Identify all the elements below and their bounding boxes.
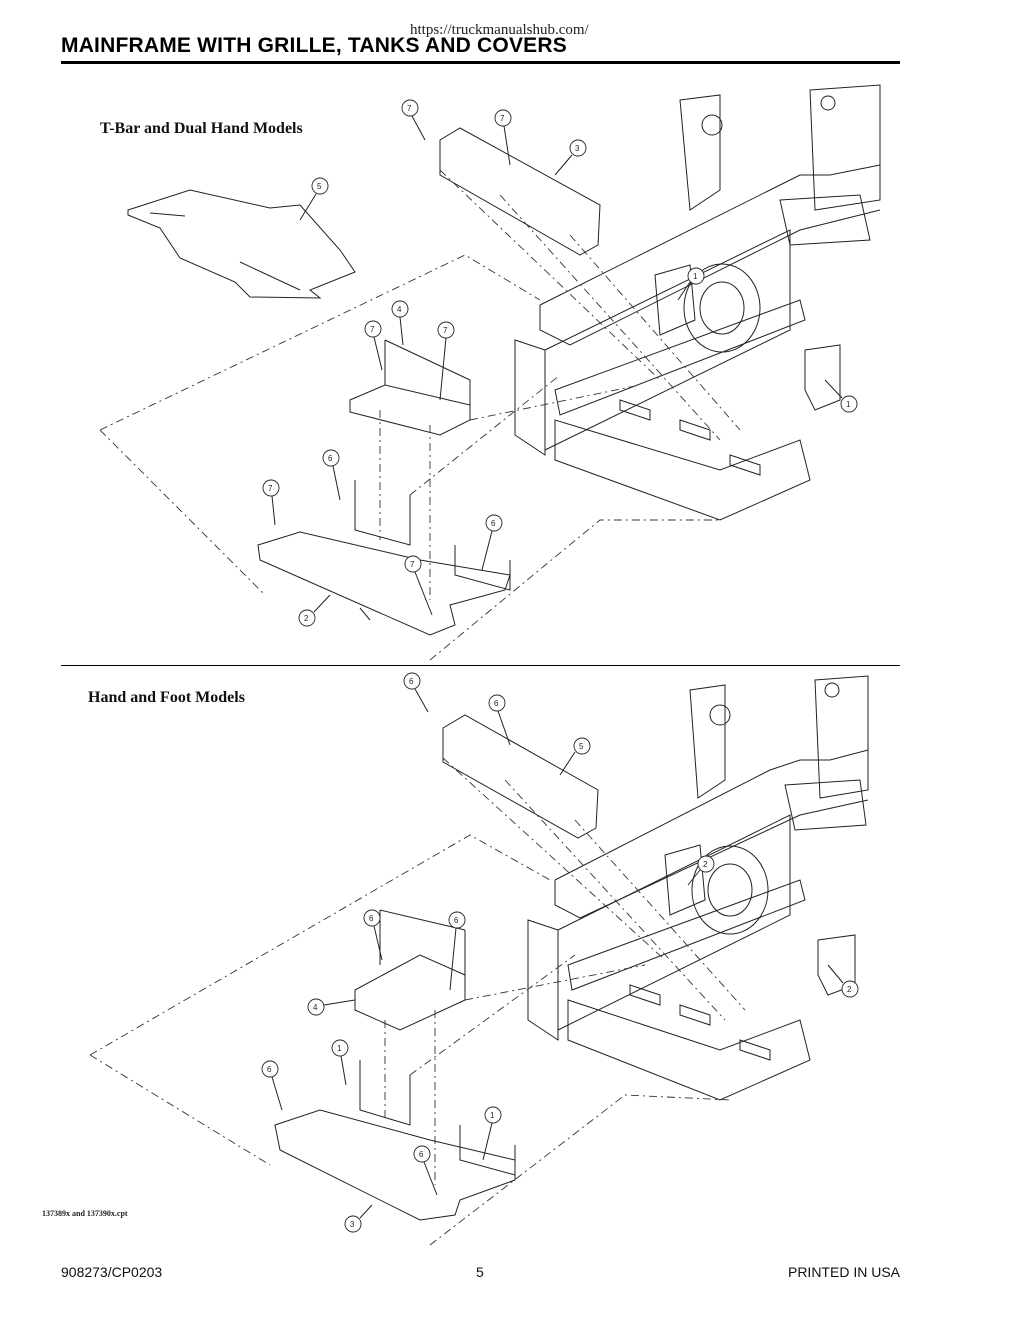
svg-text:6: 6 bbox=[328, 454, 333, 463]
footer-printed: PRINTED IN USA bbox=[787, 1264, 900, 1280]
floor-plate-5 bbox=[127, 189, 356, 299]
svg-text:1: 1 bbox=[490, 1111, 495, 1120]
svg-text:6: 6 bbox=[267, 1065, 272, 1074]
title-rule bbox=[61, 61, 900, 64]
dashed-outline-bottom bbox=[89, 834, 551, 1056]
grille-cover-top bbox=[439, 127, 601, 256]
bracket-assembly-2 bbox=[257, 531, 511, 636]
svg-text:7: 7 bbox=[443, 326, 448, 335]
callout-top-7d: 7 bbox=[437, 321, 455, 401]
callout-bottom-6e: 6 bbox=[261, 1060, 283, 1111]
callout-bottom-3: 3 bbox=[344, 1204, 373, 1233]
callout-top-2: 2 bbox=[298, 594, 331, 627]
mainframe-bottom bbox=[527, 675, 869, 1101]
callout-top-7e: 7 bbox=[262, 479, 280, 526]
svg-text:2: 2 bbox=[703, 860, 708, 869]
svg-text:6: 6 bbox=[491, 519, 496, 528]
svg-text:6: 6 bbox=[409, 677, 414, 686]
callout-bottom-4: 4 bbox=[307, 998, 356, 1016]
svg-text:7: 7 bbox=[410, 560, 415, 569]
bracket-assembly-3 bbox=[274, 1109, 516, 1221]
callout-top-7a: 7 bbox=[401, 99, 426, 141]
svg-text:6: 6 bbox=[494, 699, 499, 708]
callout-bottom-2b: 2 bbox=[827, 964, 859, 998]
svg-text:3: 3 bbox=[350, 1220, 355, 1229]
svg-text:3: 3 bbox=[575, 144, 580, 153]
svg-text:2: 2 bbox=[847, 985, 852, 994]
callout-top-7f: 7 bbox=[404, 555, 433, 616]
tank-4 bbox=[354, 954, 466, 1031]
callout-bottom-6c: 6 bbox=[363, 909, 383, 961]
tank-bracket-4 bbox=[349, 384, 471, 436]
callout-top-3: 3 bbox=[554, 139, 587, 176]
callout-bottom-2a: 2 bbox=[687, 855, 715, 886]
svg-text:1: 1 bbox=[846, 400, 851, 409]
callout-top-6a: 6 bbox=[322, 449, 341, 501]
callout-top-6b: 6 bbox=[481, 514, 503, 571]
callout-top-4: 4 bbox=[391, 300, 409, 346]
svg-text:6: 6 bbox=[369, 914, 374, 923]
grille-cover-bottom bbox=[442, 714, 599, 839]
svg-text:7: 7 bbox=[268, 484, 273, 493]
svg-text:7: 7 bbox=[500, 114, 505, 123]
callout-bottom-6f: 6 bbox=[413, 1145, 438, 1196]
svg-text:7: 7 bbox=[407, 104, 412, 113]
svg-text:2: 2 bbox=[304, 614, 309, 623]
file-reference: 137389x and 137390x.cpt bbox=[42, 1209, 128, 1218]
callout-top-7b: 7 bbox=[494, 109, 512, 166]
callout-top-7c: 7 bbox=[364, 320, 383, 371]
section-label-tbar: T-Bar and Dual Hand Models bbox=[100, 120, 303, 137]
svg-text:1: 1 bbox=[693, 272, 698, 281]
mainframe-top bbox=[514, 84, 881, 521]
footer-page-number: 5 bbox=[476, 1264, 484, 1280]
dashed-outline-top bbox=[99, 254, 541, 431]
svg-text:6: 6 bbox=[454, 916, 459, 925]
svg-text:7: 7 bbox=[370, 325, 375, 334]
callout-top-1b: 1 bbox=[824, 379, 858, 413]
callout-bottom-1b: 1 bbox=[482, 1106, 502, 1161]
callout-bottom-6a: 6 bbox=[403, 672, 429, 713]
source-url[interactable]: https://truckmanualshub.com/ bbox=[410, 22, 589, 38]
callout-bottom-1a: 1 bbox=[331, 1039, 349, 1086]
callout-bottom-6b: 6 bbox=[488, 694, 511, 746]
section-divider bbox=[61, 665, 900, 666]
callout-top-5: 5 bbox=[299, 177, 329, 221]
svg-text:5: 5 bbox=[317, 182, 322, 191]
callout-bottom-5: 5 bbox=[559, 737, 591, 776]
svg-text:1: 1 bbox=[337, 1044, 342, 1053]
page-title: MAINFRAME WITH GRILLE, TANKS AND COVERS bbox=[61, 34, 567, 57]
svg-text:4: 4 bbox=[313, 1003, 318, 1012]
callout-bottom-6d: 6 bbox=[448, 911, 466, 991]
footer-doc-number: 908273/CP0203 bbox=[61, 1264, 163, 1280]
svg-text:4: 4 bbox=[397, 305, 402, 314]
svg-text:5: 5 bbox=[579, 742, 584, 751]
section-label-hand-foot: Hand and Foot Models bbox=[88, 689, 245, 706]
callout-top-1a: 1 bbox=[677, 267, 705, 301]
svg-text:6: 6 bbox=[419, 1150, 424, 1159]
